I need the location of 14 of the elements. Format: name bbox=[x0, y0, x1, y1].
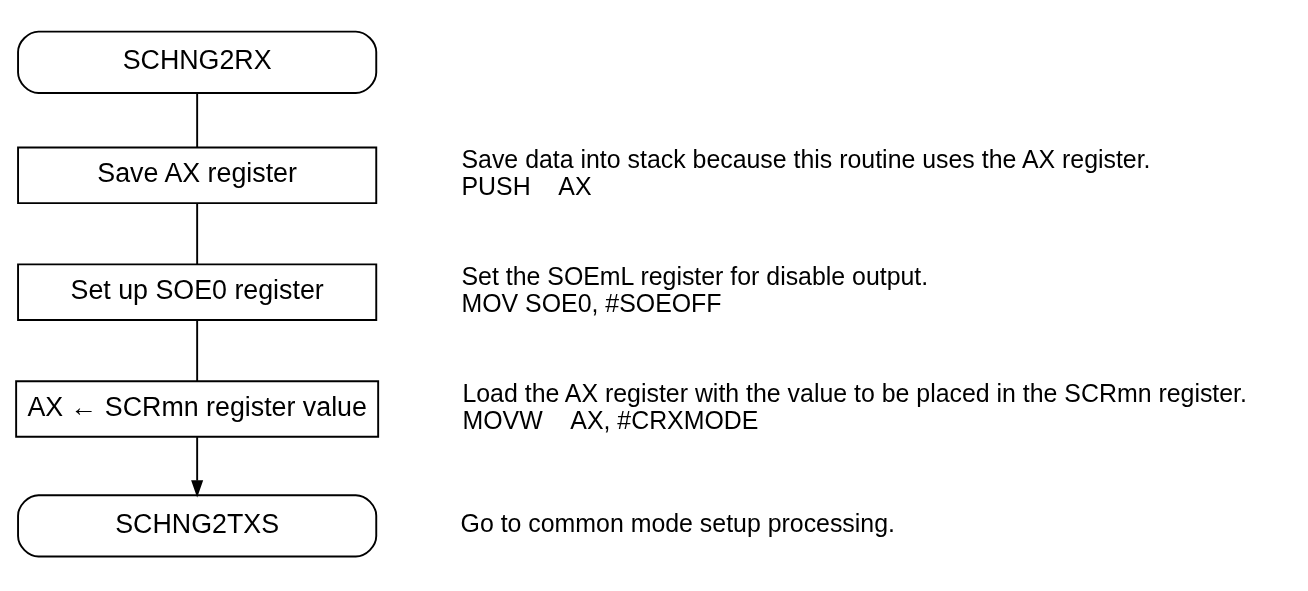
node-label: Save data into stack because this routine uses the AX register. bbox=[461, 144, 1151, 173]
node-box: AX ← SCRmn register value bbox=[15, 379, 380, 438]
node-label: PUSH AX bbox=[461, 171, 592, 200]
node-box: Save AX register bbox=[17, 146, 378, 204]
node-box: SCHNG2RX bbox=[17, 30, 378, 94]
node-label: Set the SOEmL register for disable output. bbox=[461, 261, 929, 290]
connector bbox=[196, 318, 199, 382]
connector bbox=[196, 92, 199, 148]
arrow bbox=[191, 435, 204, 498]
connector bbox=[196, 202, 199, 265]
node-label: Load the AX register with the value to be placed in the SCRmn register. bbox=[462, 378, 1247, 407]
node-label: Go to common mode setup processing. bbox=[460, 508, 895, 537]
node-box: Set up SOE0 register bbox=[17, 262, 378, 321]
node-box: SCHNG2TXS bbox=[17, 493, 378, 557]
